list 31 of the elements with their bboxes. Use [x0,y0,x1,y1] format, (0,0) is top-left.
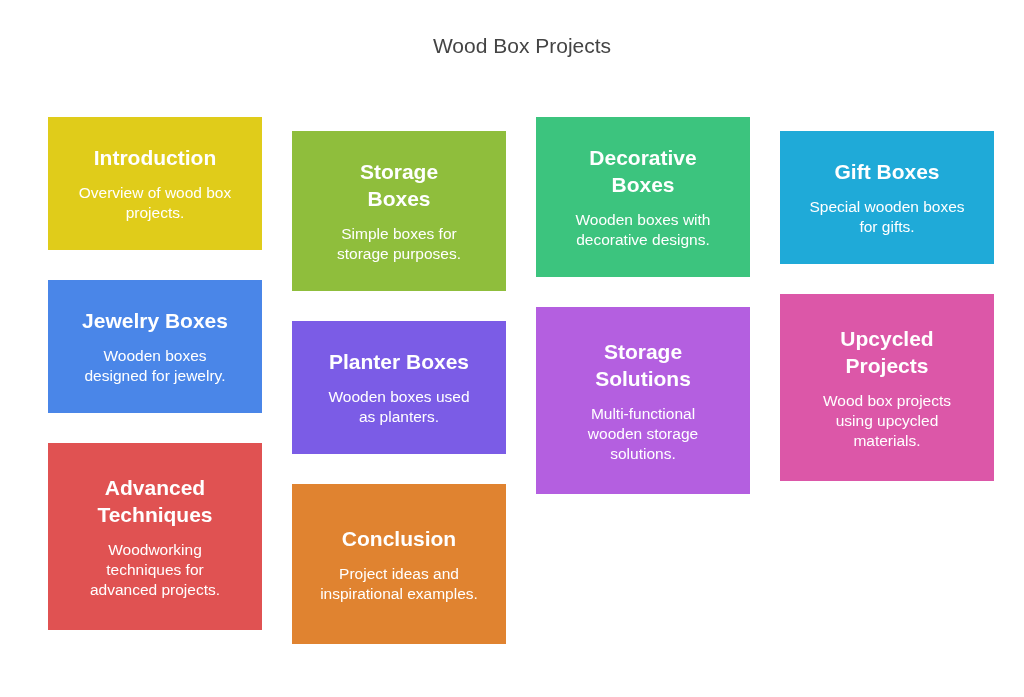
card-description: Special wooden boxes for gifts. [808,197,966,237]
note-card [292,131,506,291]
card-description: Wooden boxes used as planters. [327,387,471,427]
card-heading: Storage Solutions [594,338,692,392]
card-heading: Gift Boxes [834,159,940,185]
note-card [536,117,750,277]
card-description: Simple boxes for storage purposes. [335,224,463,264]
note-card [48,280,262,413]
card-heading: Upcycled Projects [839,325,935,379]
card-heading: Advanced Techniques [96,474,214,528]
card-heading: Conclusion [341,525,457,552]
card-description: Overview of wood box projects. [77,183,233,223]
card-description: Project ideas and inspirational examples. [319,563,479,604]
note-card [536,307,750,494]
card-description: Wood box projects using upcycled materials. [821,390,953,451]
note-card [292,484,506,644]
card-heading: Introduction [93,145,217,171]
card-description: Multi-functional wooden storage solutions. [586,403,700,464]
note-card [48,443,262,630]
card-heading: Planter Boxes [328,349,470,375]
card-description: Wooden boxes designed for jewelry. [83,346,227,386]
diagram-title: Wood Box Projects [431,34,613,58]
card-description: Wooden boxes with decorative designs. [574,210,712,250]
card-heading: Decorative Boxes [588,145,698,198]
note-card [48,117,262,250]
card-description: Woodworking techniques for advanced projects. [88,539,222,600]
note-card [292,321,506,454]
note-card [780,131,994,264]
note-card [780,294,994,481]
card-heading: Storage Boxes [358,159,440,212]
card-heading: Jewelry Boxes [82,308,228,334]
